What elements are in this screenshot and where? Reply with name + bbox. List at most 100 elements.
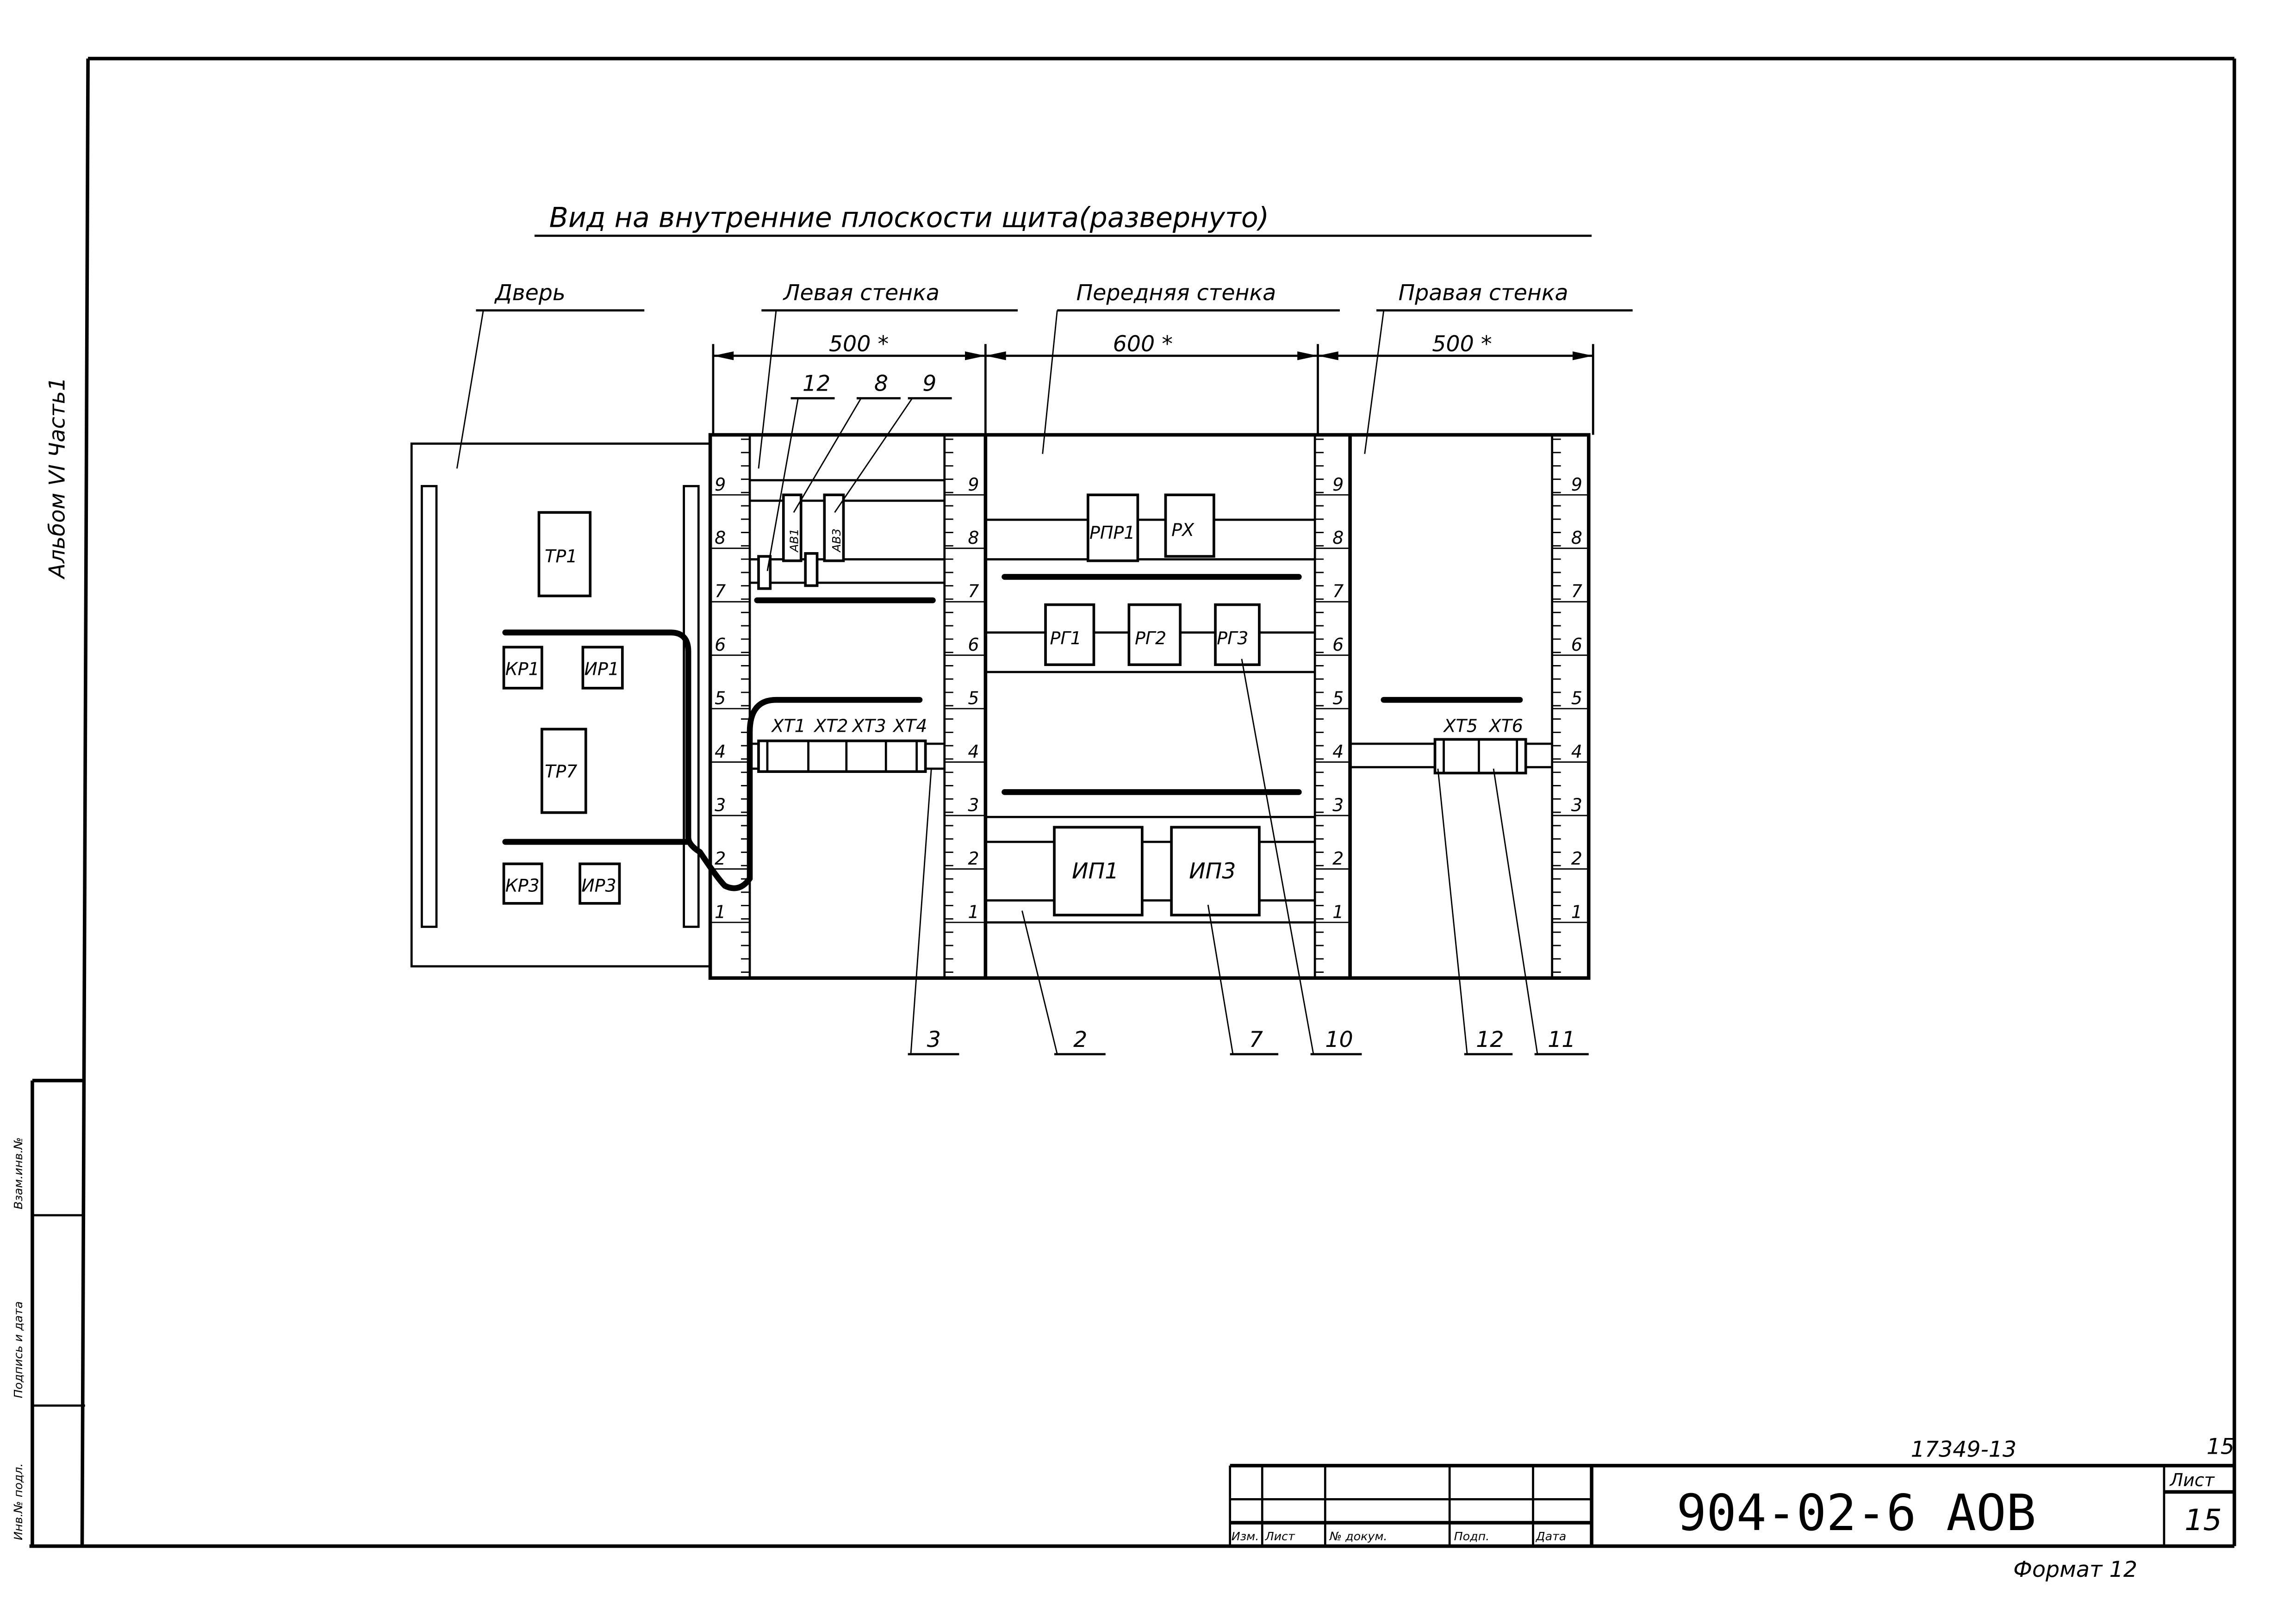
svg-text:ХТ2: ХТ2 — [813, 716, 848, 736]
scale-level-label: 1 — [1332, 902, 1344, 922]
svg-text:9: 9 — [922, 371, 936, 397]
dimension-right: 500 * — [1432, 331, 1492, 357]
terminal-small-1 — [757, 555, 772, 590]
device-ip1: ИП1 — [1053, 826, 1144, 917]
scale-level-label: 2 — [1571, 848, 1582, 869]
scale-level-label: 9 — [1571, 474, 1582, 495]
svg-text:РГ3: РГ3 — [1217, 628, 1248, 648]
archive-number: 17349-13 — [1911, 1437, 2016, 1463]
scale-level-label: 1 — [715, 902, 726, 922]
svg-text:ХТ3: ХТ3 — [851, 716, 886, 736]
svg-text:ИР3: ИР3 — [581, 876, 616, 896]
scale-level-label: 6 — [968, 635, 979, 655]
svg-text:7: 7 — [1249, 1027, 1263, 1052]
svg-text:РХ: РХ — [1171, 520, 1195, 540]
svg-text:АВ3: АВ3 — [830, 529, 843, 553]
scale-level-label: 9 — [968, 474, 979, 495]
svg-text:ИП3: ИП3 — [1189, 859, 1236, 884]
column-doc-no: № докум. — [1329, 1530, 1388, 1543]
scale-level-label: 3 — [1332, 795, 1344, 815]
scale-level-label: 5 — [715, 688, 726, 709]
scale-level-label: 5 — [968, 688, 979, 709]
device-rpr1: РПР1 — [1086, 493, 1139, 562]
svg-text:12: 12 — [803, 371, 830, 397]
svg-text:2: 2 — [1073, 1027, 1087, 1052]
column-list: Лист — [1265, 1530, 1295, 1543]
stamp-replaced-inv: Взам.инв.№ — [12, 1137, 25, 1209]
scale-level-label: 6 — [715, 635, 726, 655]
scale-level-label: 2 — [968, 848, 979, 869]
svg-text:8: 8 — [874, 371, 888, 397]
column-izm: Изм. — [1232, 1530, 1259, 1543]
scale-level-label: 5 — [1332, 688, 1344, 709]
format-label: Формат 12 — [2013, 1557, 2137, 1582]
device-rg2: РГ2 — [1127, 603, 1182, 666]
scale-level-label: 5 — [1571, 688, 1582, 709]
scale-level-label: 8 — [1332, 528, 1344, 548]
svg-text:ХТ6: ХТ6 — [1488, 716, 1523, 736]
column-signature: Подп. — [1454, 1530, 1490, 1543]
svg-text:ИР1: ИР1 — [585, 659, 619, 679]
svg-text:КР1: КР1 — [505, 659, 540, 679]
walls-outline — [708, 433, 1591, 980]
scale-level-label: 2 — [1332, 848, 1344, 869]
scale-level-label: 3 — [968, 795, 979, 815]
device-kr3: КР3 — [502, 862, 543, 905]
svg-text:ТР1: ТР1 — [545, 546, 577, 566]
scale-level-label: 8 — [1571, 528, 1582, 548]
dimension-left: 500 * — [829, 331, 889, 357]
device-rg1: РГ1 — [1044, 603, 1095, 666]
svg-text:АВ1: АВ1 — [787, 529, 801, 553]
device-rg3: РГ3 — [1214, 603, 1261, 666]
sheet-frame — [29, 56, 2236, 1548]
scale-level-label: 4 — [968, 741, 979, 762]
svg-text:12: 12 — [1476, 1027, 1504, 1052]
svg-text:ХТ5: ХТ5 — [1443, 716, 1478, 736]
scale-level-label: 7 — [1332, 581, 1344, 602]
heading-right-wall: Правая стенка — [1398, 280, 1568, 306]
scale-level-label: 3 — [1571, 795, 1582, 815]
scale-level-label: 9 — [715, 474, 726, 495]
svg-text:3: 3 — [927, 1027, 941, 1052]
callouts-bottom: 3 2 7 10 12 11 — [908, 659, 1589, 1056]
stamp-orig-inv: Инв.№ подл. — [12, 1463, 25, 1540]
scale-level-label: 3 — [715, 795, 726, 815]
scale-level-label: 9 — [1332, 474, 1344, 495]
device-kr1: КР1 — [502, 646, 543, 690]
svg-text:ИП1: ИП1 — [1072, 859, 1119, 884]
scale-level-label: 7 — [715, 581, 726, 602]
svg-text:ХТ4: ХТ4 — [892, 716, 927, 736]
document-code: 904-02-6 АОВ — [1677, 1484, 2036, 1542]
title-block — [1229, 1463, 2234, 1546]
sheet-number: 15 — [2184, 1503, 2221, 1537]
device-av3: АВ3 — [823, 493, 845, 562]
svg-text:РГ1: РГ1 — [1050, 628, 1082, 648]
terminal-block-xt5-xt6: ХТ5 ХТ6 — [1433, 716, 1527, 775]
scale-level-label: 7 — [968, 581, 979, 602]
svg-text:ХТ1: ХТ1 — [771, 716, 805, 736]
scale-level-label: 8 — [715, 528, 726, 548]
scale-level-label: 1 — [968, 902, 979, 922]
corner-number: 15 — [2207, 1434, 2234, 1459]
heading-door: Дверь — [494, 280, 566, 306]
dimension-front: 600 * — [1113, 331, 1173, 357]
scale-level-label: 7 — [1571, 581, 1582, 602]
drawing-title: Вид на внутренние плоскости щита(разверн… — [549, 201, 1269, 234]
stamp-signature-date: Подпись и дата — [12, 1301, 25, 1399]
scale-level-label: 1 — [1571, 902, 1582, 922]
device-tr1: ТР1 — [537, 511, 592, 597]
door-panel — [410, 442, 923, 968]
device-tr7: ТР7 — [540, 728, 587, 814]
dimension-lines — [712, 344, 1594, 435]
svg-text:11: 11 — [1548, 1027, 1575, 1052]
front-wall-rails — [985, 518, 1315, 924]
svg-text:10: 10 — [1325, 1027, 1353, 1052]
svg-text:РПР1: РПР1 — [1089, 523, 1135, 543]
album-label: Альбом VI Часть1 — [45, 377, 70, 580]
terminal-block-xt1-xt4: ХТ1 ХТ2 ХТ3 ХТ4 — [757, 716, 927, 773]
scale-level-label: 4 — [1571, 741, 1582, 762]
device-ir1: ИР1 — [581, 646, 624, 690]
device-ip3: ИП3 — [1170, 826, 1261, 917]
